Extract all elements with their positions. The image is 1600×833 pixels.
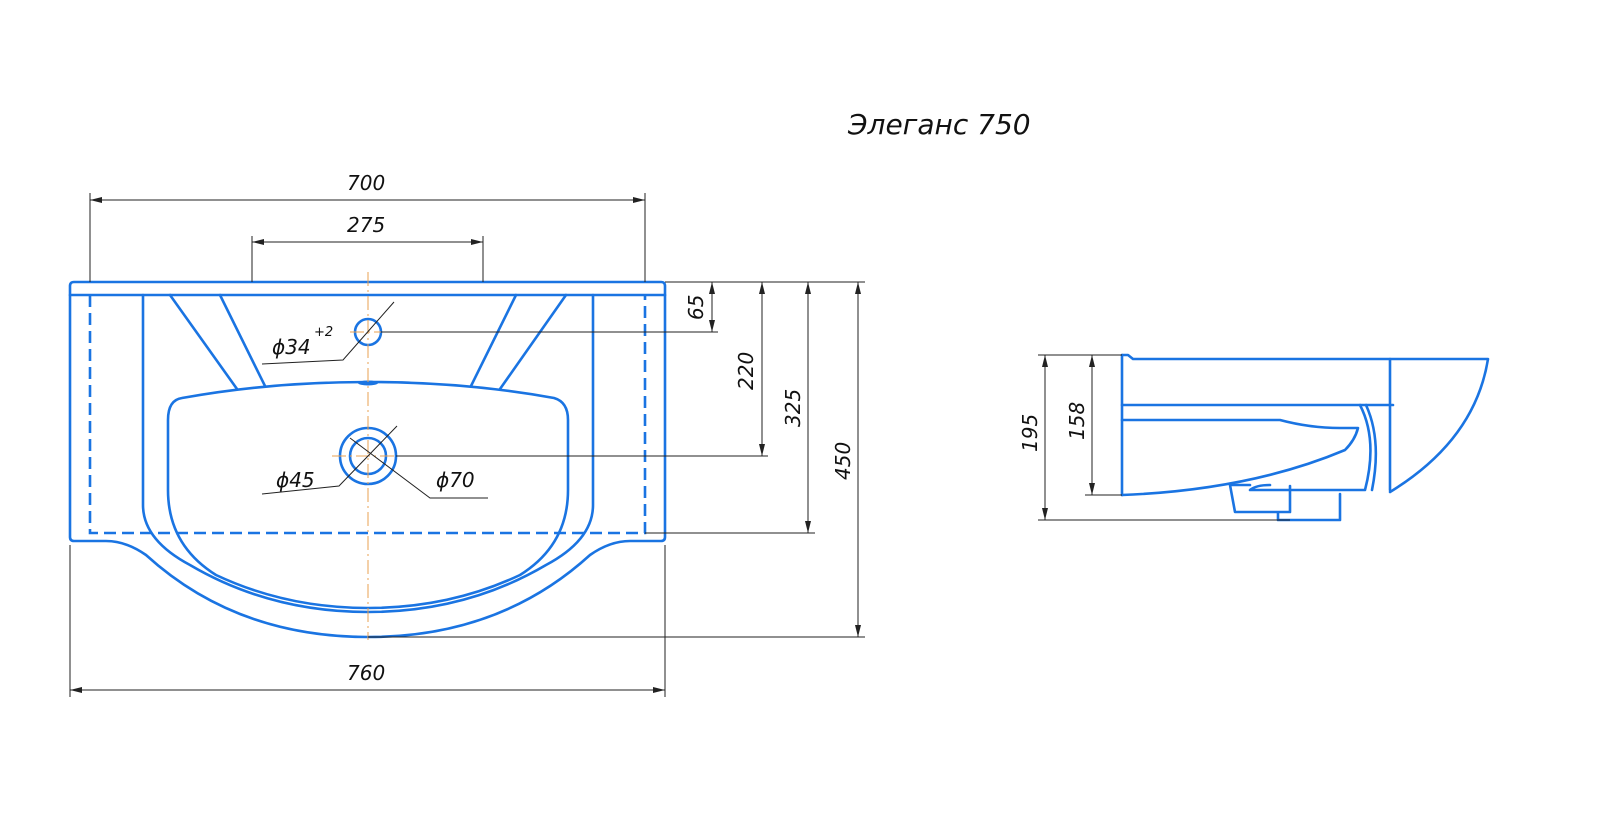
dim-760: 760 [347, 661, 385, 685]
dim-700: 700 [347, 171, 385, 195]
side-outline [1120, 353, 1490, 494]
drawing-title: Элеганс 750 [847, 108, 1031, 141]
bowl-ribs [168, 293, 568, 391]
tap-hole-tolerance: +2 [314, 325, 333, 340]
side-bowl [1120, 418, 1360, 497]
hidden-cabinet-outline [88, 295, 647, 535]
dimensions [69, 193, 865, 697]
dim-158: 158 [1065, 402, 1089, 440]
dim-220: 220 [734, 352, 758, 390]
drain-inner-label: ϕ45 [276, 468, 315, 492]
dim-65: 65 [684, 295, 708, 320]
dim-195: 195 [1018, 414, 1042, 452]
drain-outer-label: ϕ70 [436, 468, 475, 492]
dim-325: 325 [781, 389, 805, 427]
dim-275: 275 [347, 213, 385, 237]
side-drain [1228, 483, 1342, 522]
side-view: 195 158 [1018, 353, 1490, 522]
overflow-slot [358, 380, 378, 386]
side-bowl-front [1248, 403, 1378, 492]
plan-view: 700 275 760 65 220 325 450 ϕ34 +2 ϕ45 ϕ7… [68, 171, 865, 697]
dim-450: 450 [831, 442, 855, 480]
bowl-inner [166, 380, 570, 610]
side-dimensions [1038, 354, 1290, 521]
tap-hole-label: ϕ34 [272, 335, 311, 359]
